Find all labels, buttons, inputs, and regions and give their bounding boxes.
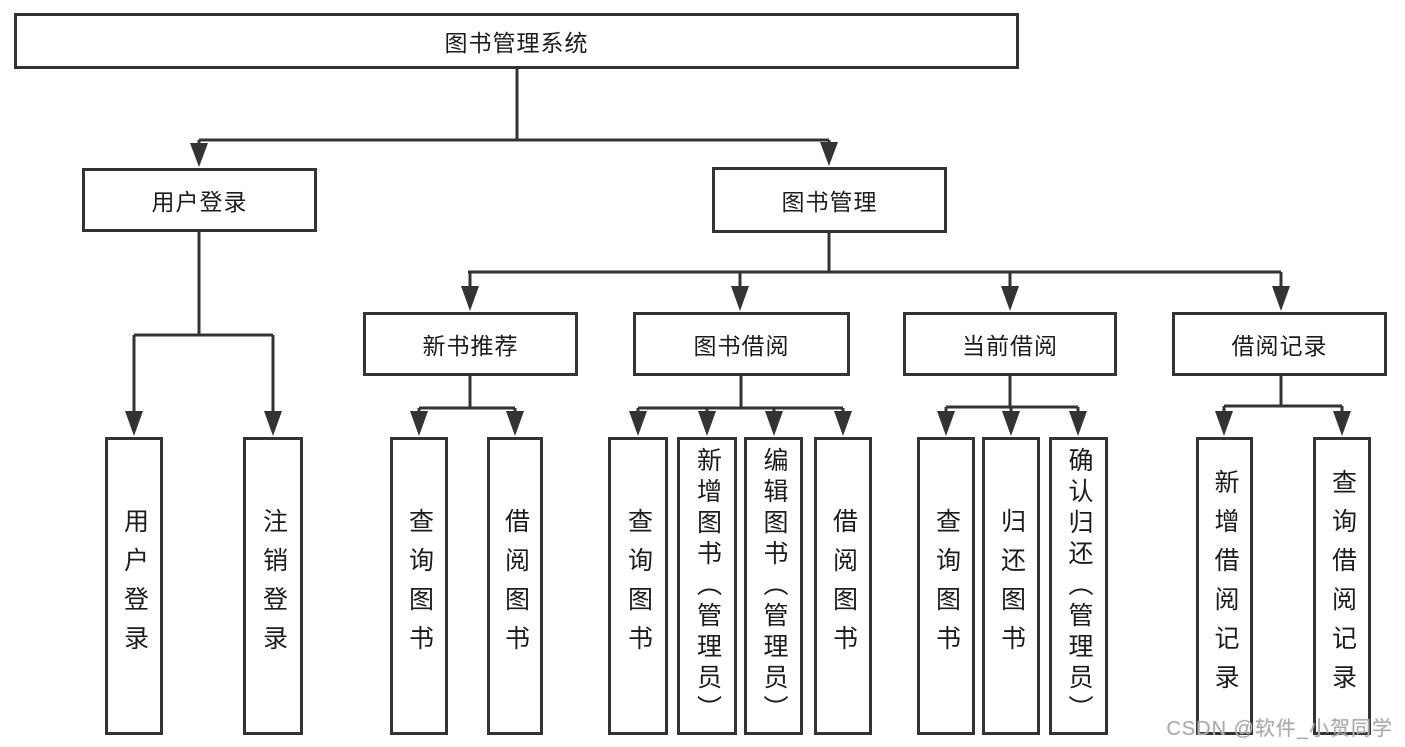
- node-label: 借阅记录: [1231, 333, 1328, 359]
- node-library-management-system: 图书管理系统: [14, 13, 1019, 69]
- node-book-borrow: 图书借阅: [633, 312, 850, 376]
- node-label: 新增图书（管理员）: [693, 446, 722, 726]
- node-label: 注销登录: [259, 508, 288, 664]
- node-label: 新书推荐: [422, 333, 519, 359]
- leaf-add-borrow-record: 新增借阅记录: [1196, 437, 1253, 735]
- node-label: 用户登录: [120, 508, 149, 664]
- leaf-query-book-3: 查询图书: [917, 437, 975, 735]
- node-label: 当前借阅: [962, 333, 1058, 359]
- arrowheads: [125, 142, 1351, 436]
- node-borrow-records: 借阅记录: [1172, 312, 1387, 376]
- csdn-watermark: CSDN @软件_小贺同学: [1166, 718, 1393, 740]
- node-label: 查询图书: [932, 508, 961, 664]
- node-label: 查询借阅记录: [1328, 469, 1357, 703]
- node-user-login: 用户登录: [82, 168, 317, 232]
- node-book-management: 图书管理: [712, 167, 947, 233]
- leaf-edit-book-admin: 编辑图书（管理员）: [744, 437, 803, 735]
- node-label: 图书管理系统: [444, 30, 589, 56]
- node-label: 借阅图书: [501, 508, 530, 664]
- node-label: 确认归还（管理员）: [1065, 446, 1093, 726]
- node-new-book-recommend: 新书推荐: [363, 312, 578, 376]
- node-label: 借阅图书: [829, 508, 858, 664]
- leaf-query-book-2: 查询图书: [608, 437, 668, 735]
- node-current-borrow: 当前借阅: [903, 312, 1117, 376]
- node-label: 图书管理: [781, 189, 878, 215]
- node-label: 用户登录: [151, 189, 248, 215]
- leaf-return-book: 归还图书: [982, 437, 1040, 735]
- leaf-confirm-return-admin: 确认归还（管理员）: [1049, 437, 1108, 735]
- leaf-query-book-1: 查询图书: [390, 437, 448, 735]
- node-label: 新增借阅记录: [1211, 469, 1239, 703]
- leaf-borrow-book-2: 借阅图书: [814, 437, 872, 735]
- node-label: 查询图书: [624, 508, 653, 664]
- node-label: 归还图书: [997, 508, 1026, 664]
- leaf-query-borrow-record: 查询借阅记录: [1313, 437, 1371, 735]
- leaf-borrow-book-1: 借阅图书: [487, 437, 543, 735]
- leaf-add-book-admin: 新增图书（管理员）: [677, 437, 737, 735]
- leaf-logout: 注销登录: [243, 437, 303, 735]
- node-label: 编辑图书（管理员）: [760, 446, 788, 726]
- node-label: 查询图书: [405, 508, 434, 664]
- leaf-user-login: 用户登录: [105, 437, 163, 735]
- node-label: 图书借阅: [693, 333, 790, 359]
